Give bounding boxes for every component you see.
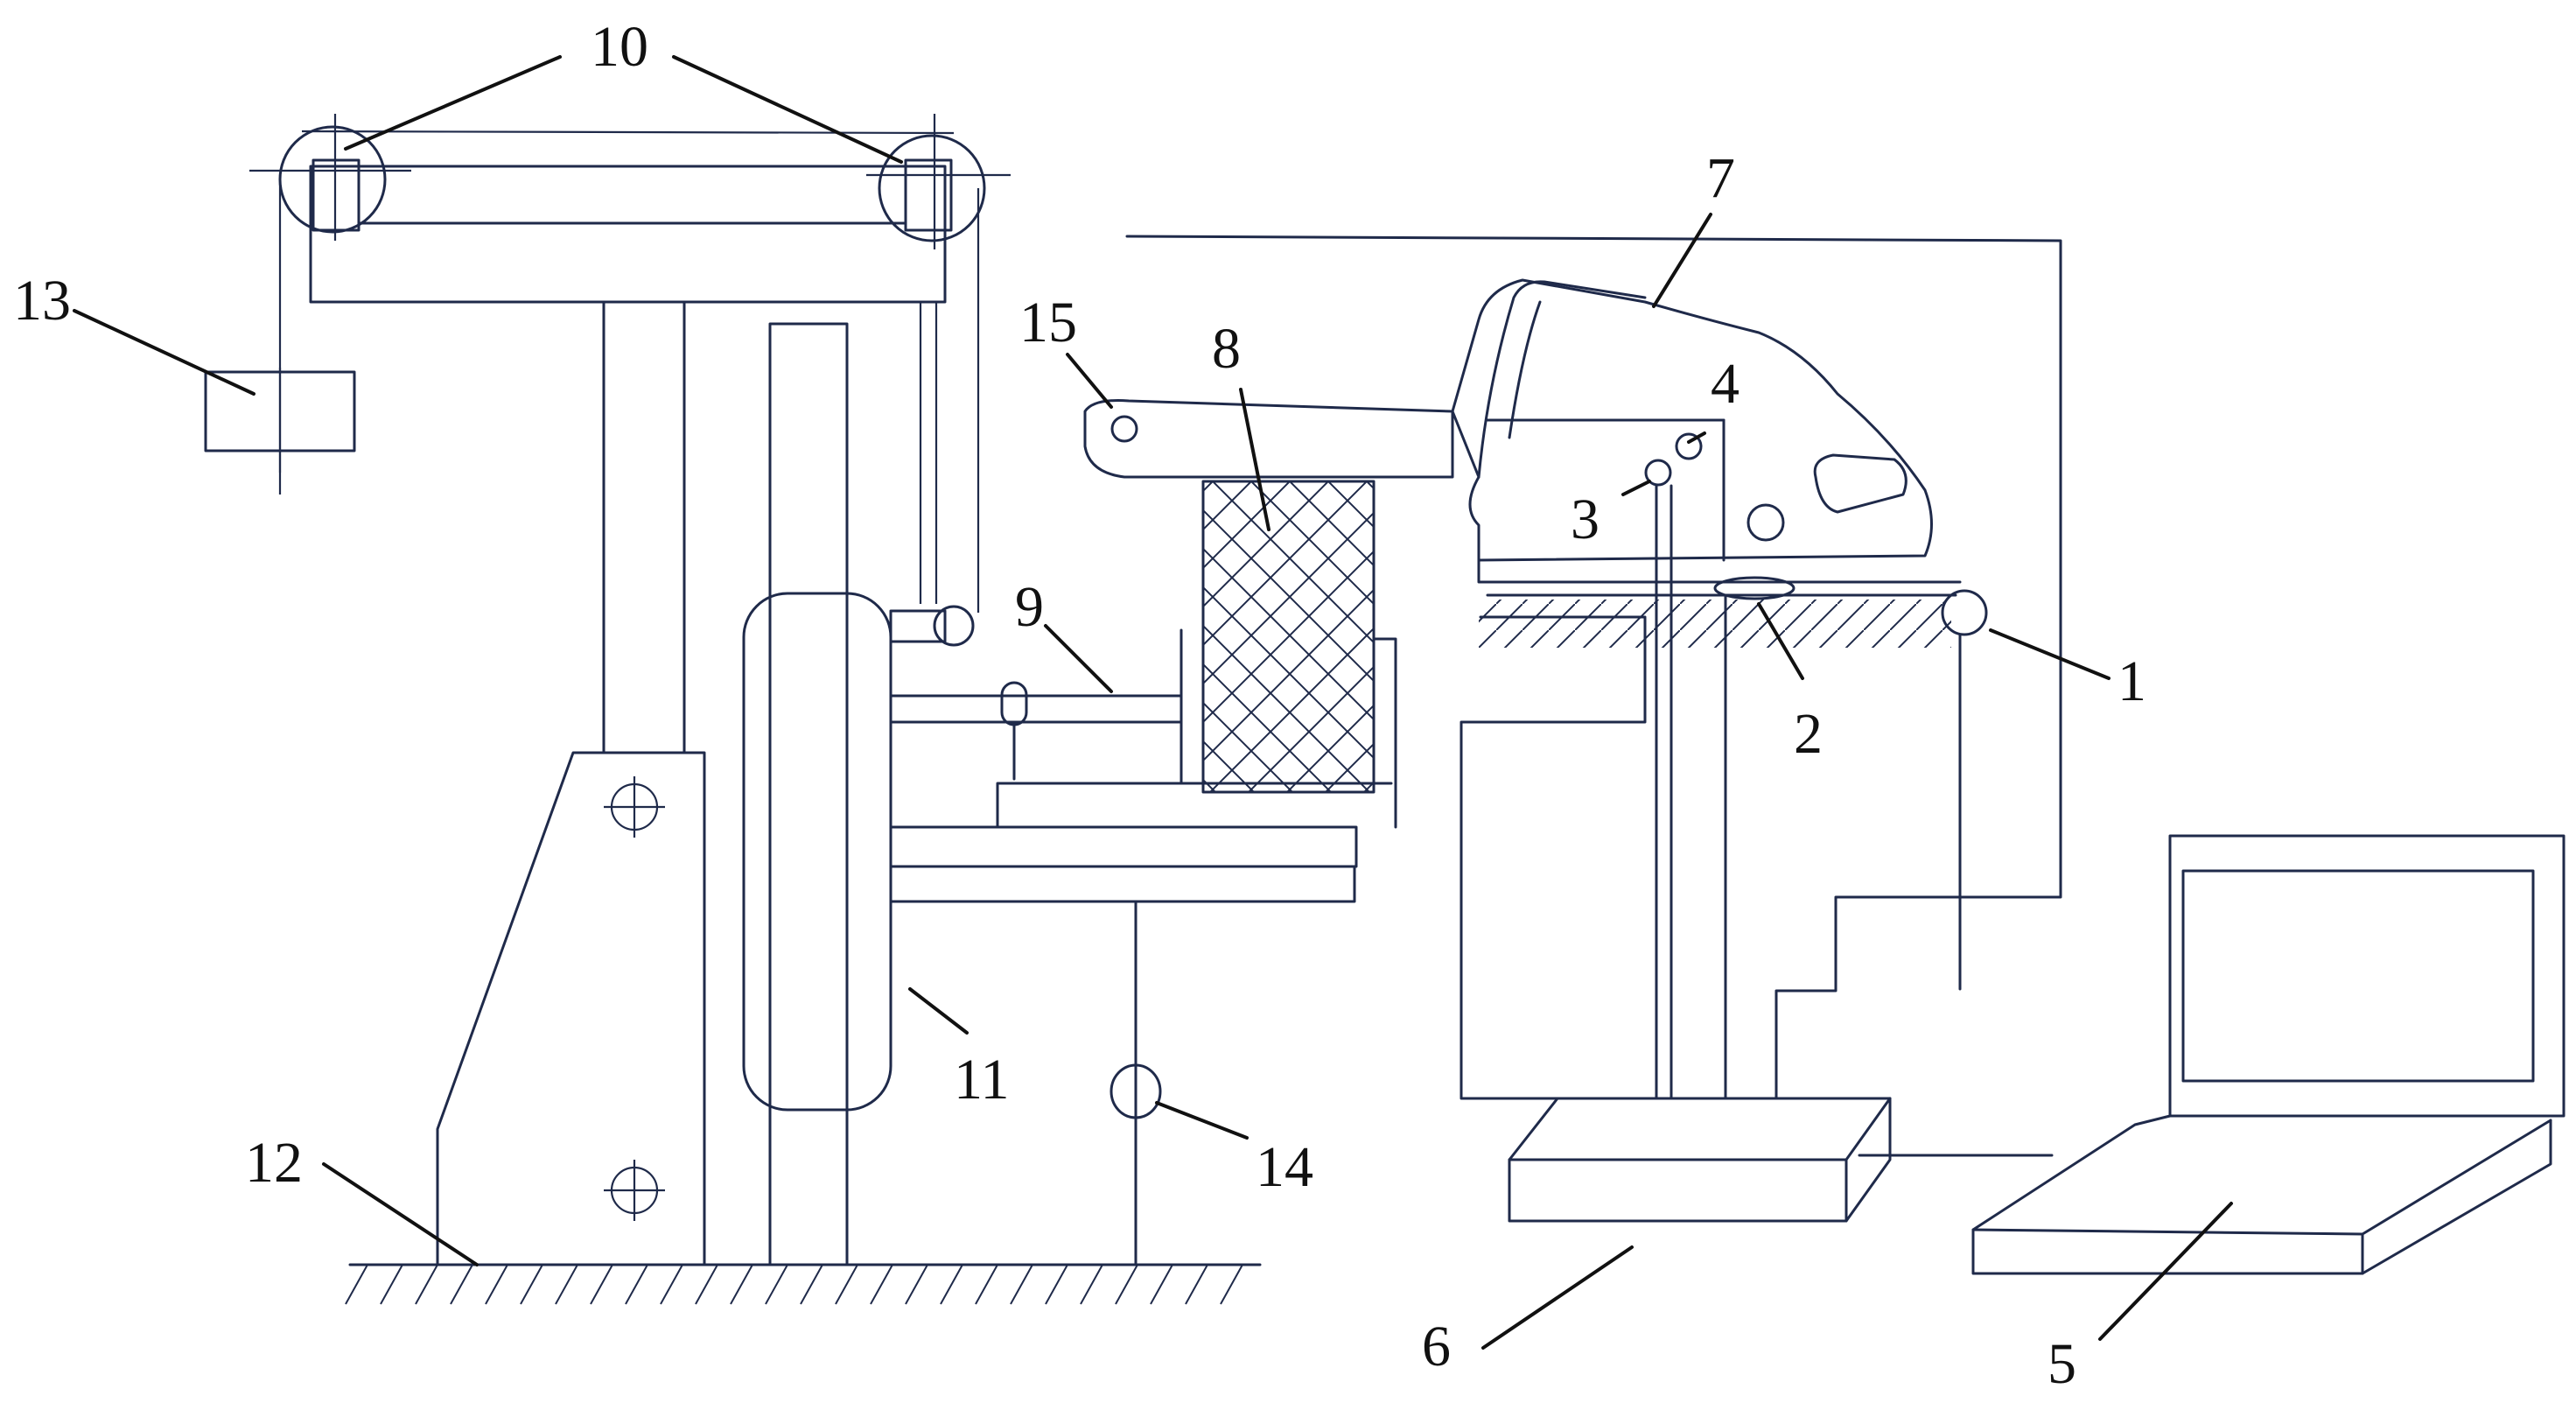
label-12: 12 — [245, 1131, 303, 1195]
label-14: 14 — [1256, 1135, 1313, 1199]
ground-base — [345, 1263, 1262, 1305]
label-3: 3 — [1571, 488, 1600, 551]
label-6: 6 — [1422, 1315, 1451, 1378]
sensor-1 — [1941, 589, 1988, 636]
label-2: 2 — [1794, 702, 1823, 766]
leader-lines — [73, 55, 2233, 1350]
label-13: 13 — [13, 269, 71, 333]
label-9: 9 — [1015, 575, 1044, 639]
wood-block — [1180, 480, 1397, 829]
stand-frame — [249, 114, 1011, 1266]
weighing-scale — [1508, 1097, 2054, 1223]
sensor-14 — [1110, 1063, 1162, 1119]
chainsaw — [1083, 235, 2062, 1100]
pulley-right — [866, 114, 1011, 249]
label-15: 15 — [1019, 291, 1077, 354]
label-7: 7 — [1706, 146, 1735, 210]
callout-labels: 10 13 15 8 7 4 3 9 2 1 11 14 12 6 5 — [13, 15, 2146, 1396]
label-1: 1 — [2118, 649, 2146, 713]
sensor-2 — [1713, 576, 1796, 600]
label-4: 4 — [1711, 352, 1740, 416]
label-5: 5 — [2048, 1332, 2076, 1396]
counterweight — [204, 368, 356, 495]
label-11: 11 — [954, 1048, 1010, 1112]
label-10: 10 — [591, 15, 648, 79]
platform — [1477, 484, 1988, 1100]
slider-assembly — [742, 322, 1393, 1266]
label-8: 8 — [1212, 317, 1241, 381]
laptop — [1971, 834, 2566, 1275]
ground-hatching — [345, 1264, 1243, 1305]
